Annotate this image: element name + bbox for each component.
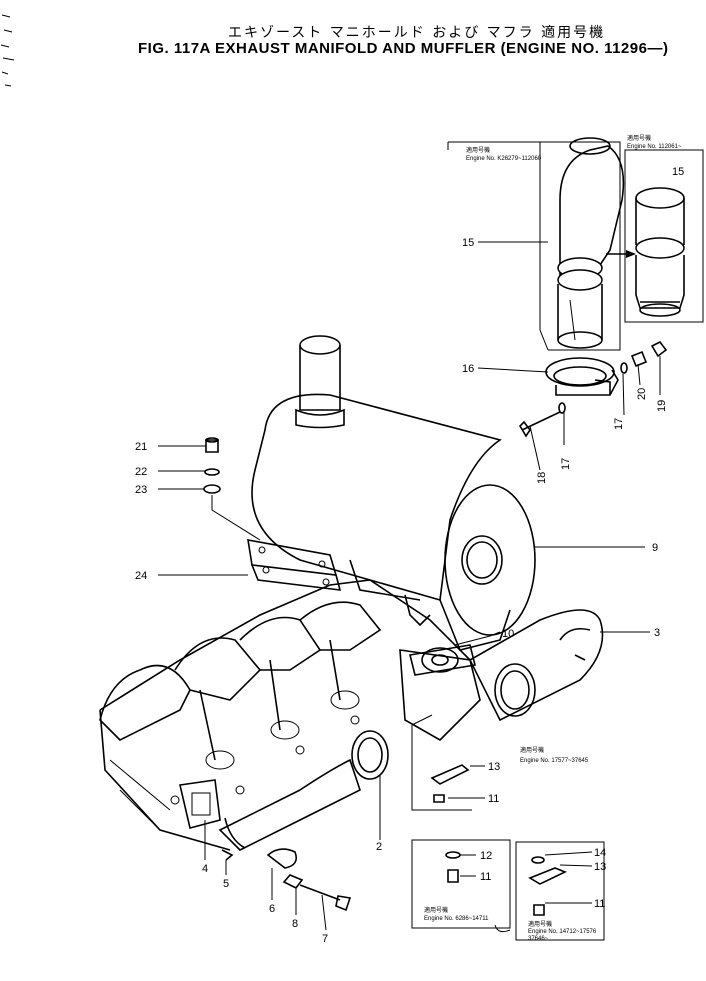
- callout-labels: 21 22 23 24 15 15 16 9 10 3 2 13 11 12 1…: [135, 166, 684, 945]
- applicability-notes: 適用号機 Engine No. K26279~112060 適用号機 Engin…: [424, 134, 682, 942]
- callout-12: 12: [480, 850, 492, 862]
- clamp-assembly: [518, 340, 668, 438]
- note-box4-engine2: 37646~: [528, 936, 549, 942]
- callout-2: 2: [376, 841, 382, 853]
- callout-13-box4: 13: [594, 861, 606, 873]
- middle-clamp-hardware: [411, 714, 472, 811]
- note-mid-jp: 適用号機: [520, 746, 544, 754]
- callout-13-mid: 13: [488, 761, 500, 773]
- callout-15-right: 15: [672, 166, 684, 178]
- leader-lines: [158, 241, 661, 931]
- callout-10: 10: [502, 628, 514, 640]
- note-box3-engine: Engine No. 6286~14711: [424, 916, 489, 922]
- callout-11-box4: 11: [594, 898, 605, 910]
- callout-4: 4: [202, 863, 208, 875]
- callout-9: 9: [652, 542, 658, 554]
- callout-15-left: 15: [462, 237, 474, 249]
- title-japanese: エキゾースト マニホールド および マフラ 適用号機: [228, 25, 606, 41]
- callout-7: 7: [322, 933, 328, 945]
- engine-cylinder-head: [99, 579, 471, 851]
- callout-17-left: 17: [560, 458, 572, 470]
- note-box2-jp: 適用号機: [627, 134, 651, 142]
- callout-19: 19: [656, 400, 668, 412]
- callout-24: 24: [135, 570, 147, 582]
- callout-21: 21: [135, 441, 147, 453]
- callout-23: 23: [135, 484, 147, 496]
- note-box3-jp: 適用号機: [424, 906, 448, 914]
- callout-16: 16: [462, 363, 474, 375]
- callout-17-right: 17: [613, 418, 625, 430]
- scan-specks: [0, 14, 15, 87]
- inset-box-elbow-pipe: [447, 137, 625, 351]
- callout-11-mid: 11: [488, 793, 499, 805]
- note-mid-engine: Engine No. 17577~37645: [520, 758, 589, 764]
- callout-20: 20: [636, 388, 648, 400]
- callout-3: 3: [654, 627, 660, 639]
- note-box2-engine: Engine No. 112061~: [627, 144, 682, 150]
- inset-box-straight-pipe: [606, 149, 704, 323]
- callout-8: 8: [292, 918, 298, 930]
- manifold-hardware: [221, 848, 352, 912]
- inset-box-bolt-washer: [411, 839, 511, 929]
- exhaust-manifold: [179, 609, 604, 851]
- callout-11-box3: 11: [480, 871, 491, 883]
- callout-22: 22: [135, 466, 147, 478]
- callout-18: 18: [536, 472, 548, 484]
- inset-box-clamp-bolt: [494, 841, 605, 941]
- muffler: [251, 335, 536, 651]
- callout-14: 14: [594, 847, 606, 859]
- note-box1-engine: Engine No. K26279~112060: [466, 156, 542, 162]
- note-box4-jp: 適用号機: [528, 920, 552, 928]
- callout-5: 5: [223, 878, 229, 890]
- note-box1-jp: 適用号機: [466, 146, 490, 154]
- note-box4-engine1: Engine No. 14712~17576: [528, 929, 597, 935]
- figure-title: FIG. 117A EXHAUST MANIFOLD AND MUFFLER (…: [138, 40, 669, 57]
- callout-6: 6: [269, 903, 275, 915]
- muffler-bracket: [203, 437, 342, 591]
